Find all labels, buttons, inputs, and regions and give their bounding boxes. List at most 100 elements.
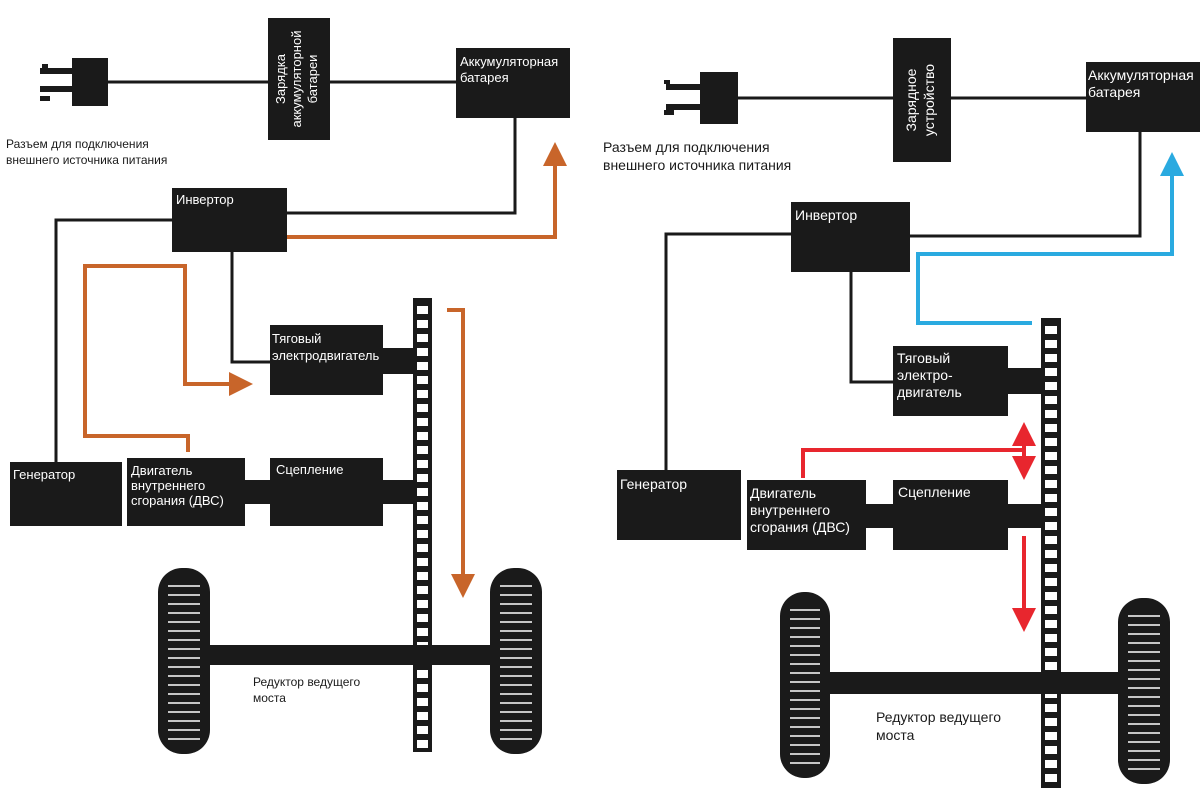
left-motor-block <box>270 325 383 395</box>
gear-tooth <box>1045 326 1057 334</box>
gear-tooth <box>417 586 428 594</box>
gear-tooth <box>417 348 428 356</box>
gear-tooth <box>1045 410 1057 418</box>
left-motor-shaft <box>383 348 415 374</box>
gear-tooth <box>1045 774 1057 782</box>
right-axle-label-2: моста <box>876 727 915 743</box>
right-engine-block <box>747 480 866 550</box>
gear-tooth <box>417 334 428 342</box>
left-inverter-block <box>172 188 287 252</box>
gear-tooth <box>417 670 428 678</box>
gear-tooth <box>417 726 428 734</box>
left-axle <box>200 645 500 665</box>
gear-tooth <box>417 698 428 706</box>
left-flow-to-wheels <box>447 308 475 598</box>
left-motor-label-1: Тяговый <box>272 331 321 346</box>
right-motor-block <box>893 346 1008 416</box>
left-flow-to-battery <box>287 142 567 239</box>
gear-tooth <box>1045 760 1057 768</box>
right-battery-block <box>1086 62 1200 132</box>
left-wheel-icon <box>158 568 210 754</box>
gear-tooth <box>1045 634 1057 642</box>
right-axle <box>815 672 1135 694</box>
gear-tooth <box>417 320 428 328</box>
left-battery-label-1: Аккумуляторная <box>460 54 558 69</box>
gear-tooth <box>1045 522 1057 530</box>
gear-tooth <box>417 376 428 384</box>
gear-tooth <box>417 740 428 748</box>
right-battery-label-1: Аккумуляторная <box>1088 67 1194 83</box>
gear-tooth <box>1045 396 1057 404</box>
right-plug-caption-2: внешнего источника питания <box>603 157 791 173</box>
right-charger-label-1: Зарядное <box>903 68 919 131</box>
right-axle-label-1: Редуктор ведущего <box>876 709 1001 725</box>
right-engine-label-1: Двигатель <box>750 485 816 501</box>
right-diagram: Зарядное устройство Аккумуляторная батар… <box>603 38 1200 788</box>
gear-tooth <box>417 362 428 370</box>
gear-tooth <box>1045 746 1057 754</box>
right-wheel-icon-2 <box>1118 598 1170 784</box>
gear-tooth <box>1045 704 1057 712</box>
gear-tooth <box>417 306 428 314</box>
gear-tooth <box>1045 368 1057 376</box>
left-wheel-icon-2 <box>490 568 542 754</box>
left-generator-block <box>10 462 122 526</box>
left-engine-label-2: внутреннего <box>131 478 205 493</box>
right-clutch-shaft <box>1008 504 1044 528</box>
gear-tooth <box>417 502 428 510</box>
left-gear-shaft-icon <box>413 298 432 752</box>
gear-tooth <box>1045 578 1057 586</box>
left-charger-label-1: Зарядка <box>273 53 288 104</box>
gear-tooth <box>1045 550 1057 558</box>
gear-tooth <box>417 558 428 566</box>
left-axle-label-2: моста <box>253 691 286 705</box>
right-gear-shaft-icon <box>1041 318 1061 788</box>
right-engine-label-2: внутреннего <box>750 502 830 518</box>
left-clutch-label: Сцепление <box>276 462 343 477</box>
gear-tooth <box>417 460 428 468</box>
gear-tooth <box>417 474 428 482</box>
left-plug-caption-1: Разъем для подключения <box>6 137 149 151</box>
gear-tooth <box>417 404 428 412</box>
right-clutch-block <box>893 480 1008 550</box>
gear-tooth <box>1045 354 1057 362</box>
left-energy-flow <box>83 142 567 598</box>
gear-tooth <box>1045 438 1057 446</box>
gear-tooth <box>417 516 428 524</box>
gear-tooth <box>1045 466 1057 474</box>
gear-tooth <box>1045 452 1057 460</box>
gear-tooth <box>417 446 428 454</box>
gear-tooth <box>1045 382 1057 390</box>
gear-tooth <box>1045 592 1057 600</box>
right-motor-label-2: электро- <box>897 367 953 383</box>
left-charger-label-2: аккумуляторной <box>289 31 304 128</box>
right-generator-label: Генератор <box>620 476 687 492</box>
gear-tooth <box>417 488 428 496</box>
left-engine-label-3: сгорания (ДВС) <box>131 493 224 508</box>
right-flow-to-battery <box>916 152 1184 325</box>
gear-tooth <box>1045 340 1057 348</box>
right-inverter-label: Инвертор <box>795 207 857 223</box>
right-flow-engine-line <box>801 448 1024 478</box>
gear-tooth <box>417 418 428 426</box>
right-battery-label-2: батарея <box>1088 84 1140 100</box>
right-plug-icon <box>664 72 738 124</box>
left-clutch-shaft <box>383 480 415 504</box>
gear-tooth <box>417 614 428 622</box>
right-charger-label-2: устройство <box>921 64 937 136</box>
right-charger-block <box>893 38 951 162</box>
gear-tooth <box>417 600 428 608</box>
left-engine-shaft <box>245 480 270 504</box>
left-flow-engine-to-motor <box>83 264 253 452</box>
right-plug-caption-1: Разъем для подключения <box>603 139 770 155</box>
left-inverter-label: Инвертор <box>176 192 234 207</box>
right-inverter-block <box>791 202 910 272</box>
right-wheel-icon <box>780 592 830 778</box>
left-battery-block <box>456 48 570 118</box>
gear-tooth <box>417 432 428 440</box>
gear-tooth <box>417 390 428 398</box>
gear-tooth <box>1045 536 1057 544</box>
left-charger-label-3: батареи <box>305 55 320 104</box>
